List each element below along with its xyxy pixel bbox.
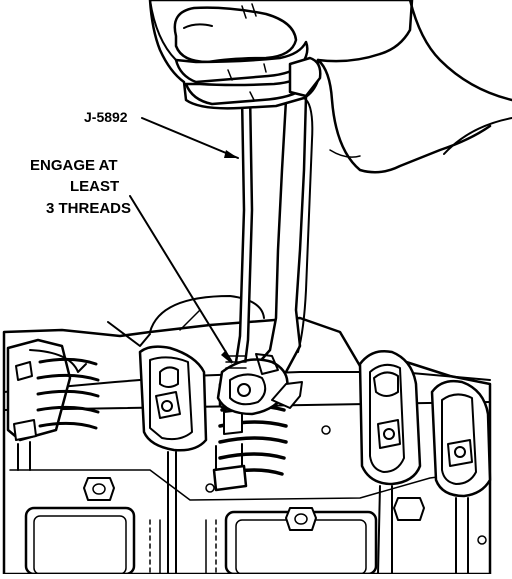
rocker-arm-center-left bbox=[138, 345, 208, 575]
rocker-arm-right-2 bbox=[430, 379, 492, 575]
pushrods bbox=[107, 295, 265, 347]
callout-engage-threads: ENGAGE AT LEAST 3 THREADS bbox=[30, 157, 233, 364]
left-valve-spring bbox=[36, 357, 100, 430]
engage-label-line3: 3 THREADS bbox=[46, 200, 131, 217]
tool-label: J-5892 bbox=[84, 109, 128, 125]
rocker-arm-right-1 bbox=[358, 350, 422, 575]
callout-j5892: J-5892 bbox=[84, 109, 239, 159]
engage-label-line2: LEAST bbox=[70, 178, 119, 195]
engage-label-line1: ENGAGE AT bbox=[30, 157, 118, 174]
left-valve-assembly bbox=[6, 338, 100, 471]
j5892-tool bbox=[216, 84, 314, 416]
hand bbox=[148, 0, 512, 174]
